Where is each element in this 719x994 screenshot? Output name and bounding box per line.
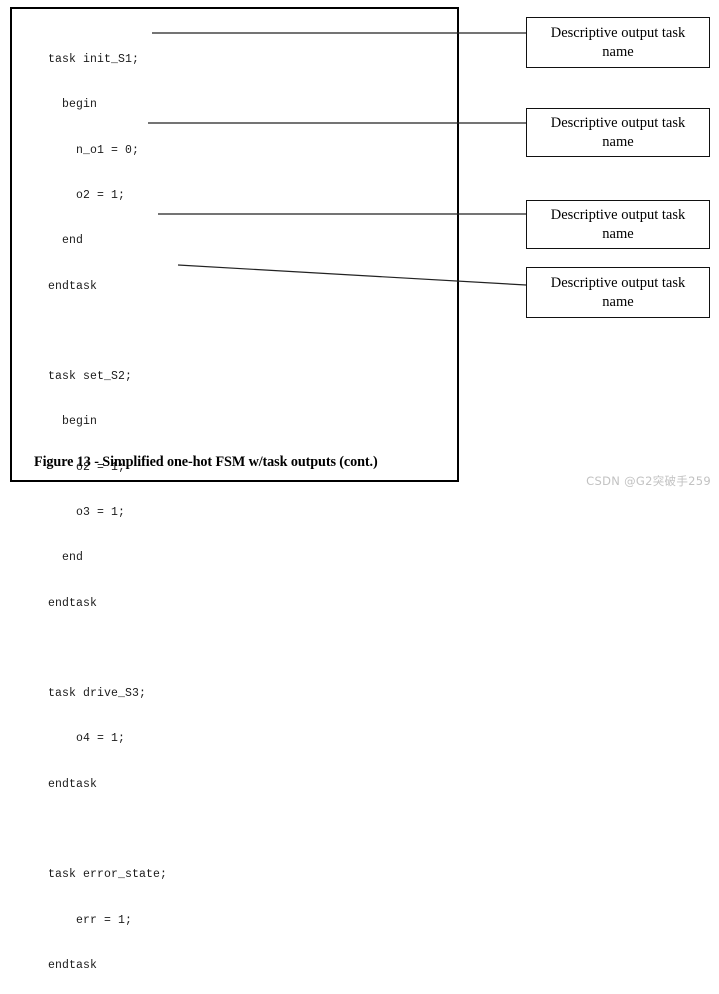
code-line: task drive_S3;: [34, 687, 147, 701]
callout-label: Descriptive output task name: [550, 207, 686, 242]
code-line: [34, 641, 167, 656]
figure-root: task init_S1; begin n_o1 = 0; o2 = 1; en…: [10, 7, 711, 972]
code-line: end: [34, 234, 84, 248]
code-line: task error_state;: [34, 868, 168, 882]
callout-label: Descriptive output task name: [550, 25, 686, 60]
code-line: o3 = 1;: [34, 506, 126, 519]
verilog-code-block: task init_S1; begin n_o1 = 0; o2 = 1; en…: [34, 22, 167, 994]
callout-box-3: Descriptive output task name: [526, 200, 710, 249]
code-line: o4 = 1;: [34, 732, 126, 746]
code-line: endtask: [34, 596, 98, 610]
figure-caption: Figure 13 - Simplified one-hot FSM w/tas…: [34, 454, 378, 470]
code-line: endtask: [34, 777, 98, 791]
code-line: o2 = 1;: [34, 189, 126, 203]
code-line: endtask: [34, 279, 98, 293]
code-line: [34, 324, 167, 339]
figure-frame: task init_S1; begin n_o1 = 0; o2 = 1; en…: [10, 7, 459, 972]
code-line: task init_S1;: [34, 53, 140, 67]
code-line: o2 = 1;: [34, 460, 126, 474]
code-line: err = 1;: [34, 913, 133, 927]
watermark: CSDN @G2突破手259: [586, 474, 711, 488]
code-line: begin: [34, 415, 98, 429]
callout-label: Descriptive output task name: [550, 115, 686, 150]
callout-box-1: Descriptive output task name: [526, 17, 710, 68]
code-line: end: [34, 551, 84, 565]
callout-box-4: Descriptive output task name: [526, 267, 710, 318]
callout-box-2: Descriptive output task name: [526, 108, 710, 157]
code-line: endtask: [34, 958, 98, 972]
code-line: [34, 822, 167, 837]
code-line: n_o1 = 0;: [34, 143, 140, 157]
code-line: begin: [34, 98, 98, 112]
code-line: task set_S2;: [34, 370, 133, 384]
callout-label: Descriptive output task name: [550, 275, 686, 310]
